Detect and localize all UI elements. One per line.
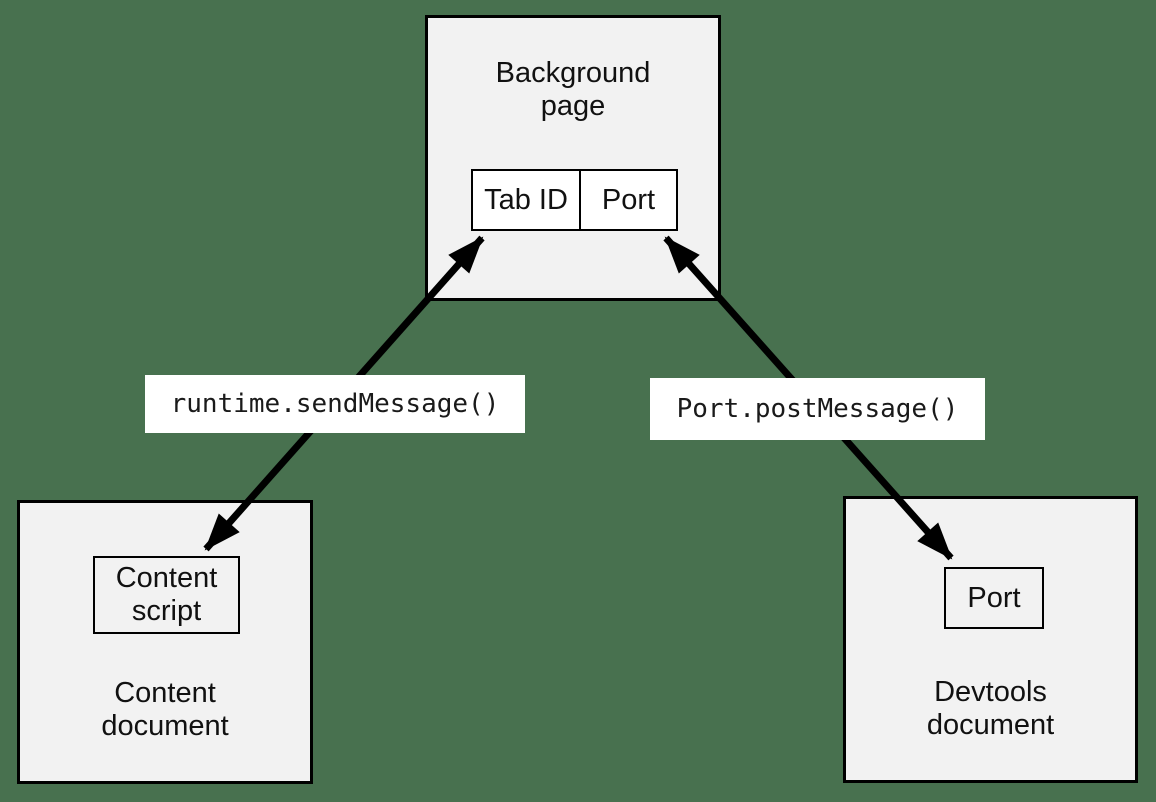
devtools-document-box: Port Devtools document <box>843 496 1138 783</box>
background-page-title: Background page <box>495 57 651 122</box>
content-document-box: Content script Content document <box>17 500 313 784</box>
content-document-title: Content document <box>101 677 229 742</box>
devtools-port-label: Port <box>967 581 1021 614</box>
tabid-port-table: Tab ID Port <box>471 169 678 231</box>
devtools-port-box: Port <box>944 567 1044 629</box>
content-script-label: Content script <box>115 562 218 627</box>
runtime-sendmessage-label: runtime.sendMessage() <box>145 375 525 433</box>
devtools-document-title: Devtools document <box>926 676 1055 741</box>
tab-id-cell: Tab ID <box>473 171 581 229</box>
background-page-box: Background page Tab ID Port <box>425 15 721 301</box>
port-postmessage-label: Port.postMessage() <box>650 378 985 440</box>
background-port-cell: Port <box>601 183 656 216</box>
content-script-box: Content script <box>93 556 240 634</box>
